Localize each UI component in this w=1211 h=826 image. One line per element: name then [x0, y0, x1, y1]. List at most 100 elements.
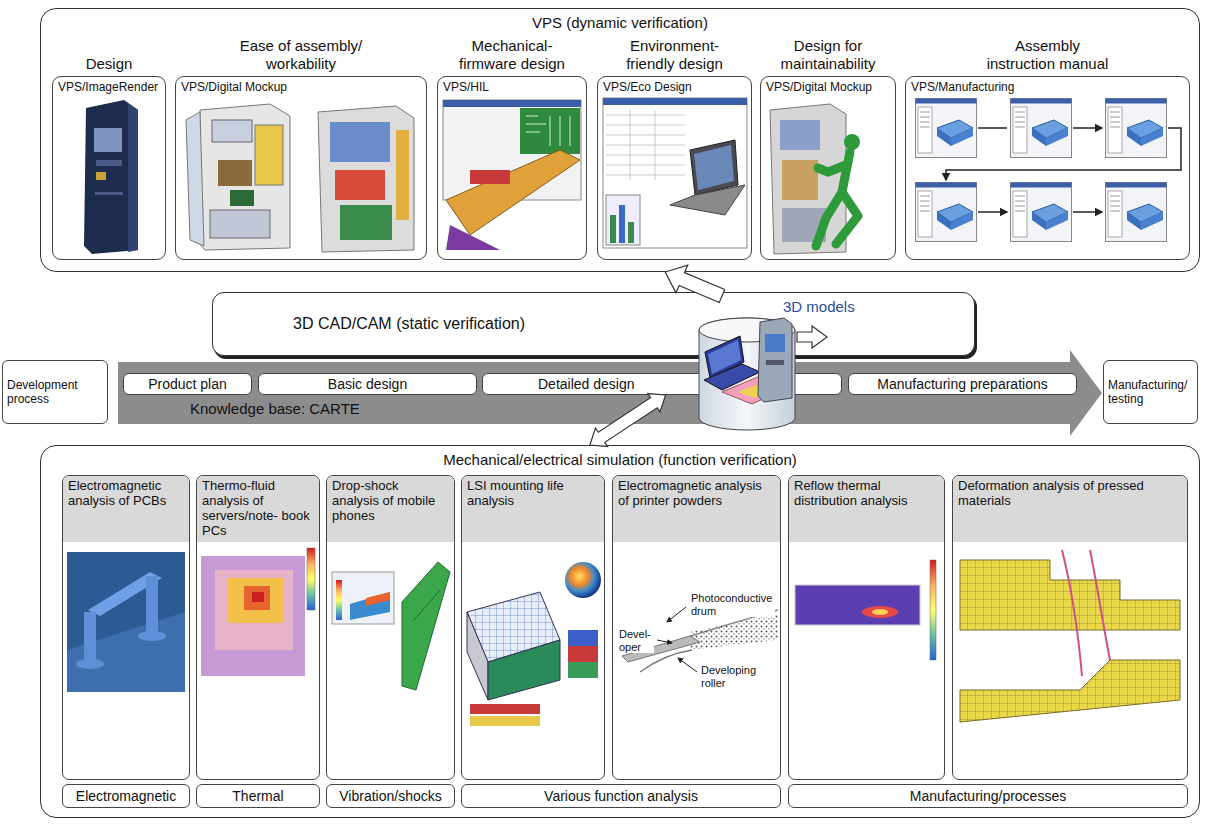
tool-label: VPS/Digital Mockup — [766, 80, 893, 94]
tool-label: VPS/Manufacturing — [911, 80, 1187, 94]
process-box: Manufacturing/ testing — [1103, 360, 1198, 424]
eco-design-screen — [606, 110, 685, 180]
eco-design-screen — [619, 205, 625, 243]
process-arrow-band: Product planBasic designDetailed designM… — [118, 350, 1102, 436]
pcb-em-image — [84, 612, 96, 664]
reflow-map-image — [930, 560, 936, 660]
text-slot: Design for maintainability — [766, 37, 890, 73]
part-label: Developing roller — [700, 664, 770, 689]
box-heading: Assembly instruction manual — [983, 37, 1113, 73]
text-slot: VPS/Manufacturing — [911, 80, 1187, 94]
eco-design-screen — [628, 222, 634, 243]
cylinder-body — [699, 318, 795, 430]
analysis-title: Electromagnetic analysis of PCBs — [63, 476, 189, 542]
digital-mockup — [396, 130, 409, 220]
tool-box: Assembly instruction manualVPS/Manufactu… — [905, 76, 1190, 260]
tool-label: VPS/Eco Design — [603, 80, 749, 94]
hollow-arrow-symbol — [797, 326, 827, 348]
text-slot: Electromagnetic analysis of PCBs — [63, 476, 189, 542]
text-slot: Deformation analysis of pressed material… — [953, 476, 1187, 542]
eco-design-screen — [690, 140, 738, 195]
atm-render — [94, 128, 122, 152]
box-text: Manufacturing/ testing — [1108, 378, 1193, 407]
drop-shock-image — [366, 592, 390, 606]
model-icons — [704, 318, 792, 404]
lsi-model-image — [568, 646, 598, 662]
analysis-box: Thermo-fluid analysis of servers/note- b… — [196, 475, 320, 780]
hil-screen — [443, 100, 581, 200]
shape-label: 3D models — [783, 298, 855, 316]
model-icons — [765, 334, 785, 352]
analysis-title: Thermo-fluid analysis of servers/note- b… — [197, 476, 319, 542]
process-box: Development process — [2, 360, 108, 424]
digital-mockup — [186, 112, 204, 246]
digital-mockup — [318, 106, 414, 252]
box-text: Various function analysis — [544, 788, 698, 805]
box-text: Manufacturing/processes — [910, 788, 1066, 805]
database-cylinder: 3D models — [697, 296, 797, 432]
text-slot: Mechanical/electrical simulation (functi… — [41, 451, 1199, 469]
text-slot: Reflow thermal distribution analysis — [789, 476, 944, 542]
reflow-map-image — [795, 585, 920, 625]
category-box: Manufacturing/processes — [788, 784, 1188, 808]
text-slot: Mechanical- firmware design — [450, 37, 574, 73]
analysis-box: Deformation analysis of pressed material… — [952, 475, 1188, 780]
atm-render — [84, 100, 138, 254]
box-text: Development process — [7, 378, 103, 407]
atm-render — [96, 160, 122, 166]
hil-screen — [520, 108, 580, 154]
thermal-map-image — [201, 556, 305, 676]
deformation-mesh-image — [960, 560, 1180, 630]
printer-powder-image — [640, 650, 692, 672]
thermal-map-image — [215, 570, 293, 650]
analysis-title: Reflow thermal distribution analysis — [789, 476, 944, 542]
maintenance-mockup — [816, 152, 858, 246]
printer-powder-image — [678, 658, 697, 672]
digital-mockup — [340, 205, 392, 240]
box-text: Electromagnetic — [76, 788, 176, 805]
lsi-model-image — [488, 640, 560, 700]
hil-screen — [443, 100, 581, 250]
model-icons — [704, 364, 760, 390]
hil-screen — [443, 100, 581, 107]
deformation-mesh-image — [1062, 550, 1082, 676]
text-slot: VPS/ImageRender — [58, 80, 163, 94]
maintenance-mockup — [770, 104, 846, 254]
text-slot: Design — [54, 55, 164, 73]
deformation-mesh-image — [1090, 550, 1110, 660]
model-icons — [708, 340, 741, 374]
drop-shock-image — [350, 592, 390, 620]
text-slot: 3D models — [783, 298, 855, 316]
model-icons — [705, 336, 744, 378]
box-text: Detailed design — [538, 376, 635, 393]
digital-mockup — [212, 120, 252, 142]
maintenance-mockup — [782, 208, 826, 242]
cylinder-outline — [697, 296, 797, 432]
drop-shock-image — [414, 590, 440, 620]
lsi-model-image — [470, 704, 540, 714]
analysis-title: Electromagnetic analysis of printer powd… — [613, 476, 780, 542]
pcb-em-image — [67, 552, 185, 692]
cad-box: 3D CAD/CAM (static verification) — [212, 292, 975, 356]
pcb-em-image — [76, 659, 104, 669]
text-slot: Photoconductive drum — [690, 592, 775, 617]
stage-box: Basic design — [258, 373, 477, 395]
deformation-mesh-image — [960, 550, 1180, 722]
manual-thumbnails — [916, 183, 977, 242]
hil-screen — [446, 150, 580, 235]
tool-label: VPS/HIL — [443, 80, 584, 94]
part-label: Devel- oper — [618, 628, 654, 653]
text-slot: Knowledge base: CARTE — [190, 400, 360, 418]
text-slot: Development process — [3, 361, 107, 423]
lsi-model-image — [470, 716, 540, 726]
text-slot: VPS/Eco Design — [603, 80, 749, 94]
eco-design-screen — [603, 98, 747, 248]
box-heading: Design for maintainability — [766, 37, 890, 73]
pcb-em-image — [67, 612, 185, 692]
tool-box: Ease of assembly/ workabilityVPS/Digital… — [175, 76, 427, 260]
maintenance-mockup — [782, 160, 818, 200]
analysis-title: Drop-shock analysis of mobile phones — [327, 476, 454, 542]
text-slot: VPS/Digital Mockup — [181, 80, 424, 94]
pcb-em-image — [67, 552, 185, 692]
